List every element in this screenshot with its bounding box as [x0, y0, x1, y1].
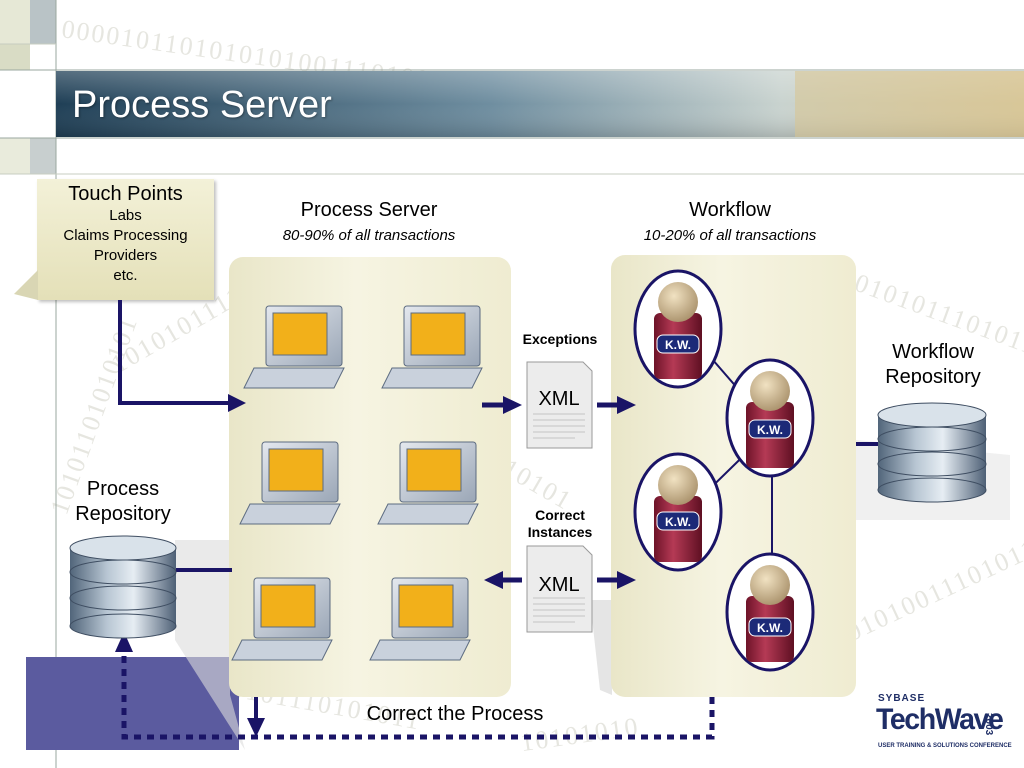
page-title: Process Server	[72, 84, 332, 126]
touch-point-item: Providers	[93, 247, 158, 264]
logo-year: 2003	[983, 713, 994, 736]
touch-points-box: Touch Points Labs Claims Processing Prov…	[37, 179, 214, 300]
workflow-repository-line1: Workflow	[892, 341, 974, 363]
process-repository-line2: Repository	[75, 503, 171, 525]
touch-point-item: Labs	[109, 207, 142, 224]
touch-point-item: etc.	[113, 267, 138, 284]
process-server-subtitle: 80-90% of all transactions	[282, 227, 456, 244]
correct-process-loop	[121, 655, 715, 740]
workstation-icon	[381, 305, 483, 389]
workflow-repository-line2: Repository	[885, 366, 981, 388]
touch-points-title: Touch Points	[68, 183, 183, 205]
kw-badge-text: K.W.	[757, 621, 783, 635]
knowledge-worker-icon: K.W.	[725, 552, 815, 672]
process-repository-line1: Process	[86, 478, 160, 500]
exceptions-xml-doc: XML	[527, 362, 591, 448]
workstation-icon	[369, 577, 471, 661]
touch-point-item: Claims Processing	[63, 227, 188, 244]
logo-brand-main: TechWave	[876, 703, 1004, 736]
xml-document-icon	[526, 545, 593, 633]
xml-doc-label: XML	[538, 388, 580, 410]
kw-badge-text: K.W.	[757, 423, 783, 437]
touch-points-tab	[14, 270, 38, 300]
arrow-head	[247, 718, 265, 737]
workflow-repository-label: Workflow Repository	[866, 340, 1000, 390]
correct-instances-label: Correct Instances	[505, 507, 615, 541]
process-server-title: Process Server	[300, 199, 438, 221]
kw-badge-text: K.W.	[665, 515, 691, 529]
kw-badge-text: K.W.	[665, 338, 691, 352]
arrow-head	[617, 571, 636, 589]
exceptions-label: Exceptions	[522, 331, 598, 347]
xml-document-icon	[526, 361, 593, 449]
workflow-header: Workflow 10-20% of all transactions	[610, 199, 850, 244]
workflow-subtitle: 10-20% of all transactions	[643, 227, 817, 244]
arrow-head	[484, 571, 503, 589]
workstation-icon	[231, 577, 333, 661]
correct-instances-line2: Instances	[527, 524, 593, 540]
touchpoints-to-server-arrow	[118, 300, 228, 405]
knowledge-worker-icon: K.W.	[633, 269, 723, 389]
workflow-repository-database-icon	[877, 402, 987, 503]
techwave-logo: SYBASE TechWave 2003 USER TRAINING & SOL…	[876, 693, 1016, 755]
arrow-head	[115, 632, 133, 652]
correct-process-label: Correct the Process	[366, 703, 544, 725]
process-repository-label: Process Repository	[58, 477, 188, 527]
correct-instances-xml-doc: XML	[527, 546, 591, 632]
xml-doc-label: XML	[538, 574, 580, 596]
logo-brand-top: SYBASE	[878, 693, 926, 704]
logo-tagline: USER TRAINING & SOLUTIONS CONFERENCE	[878, 743, 1012, 749]
knowledge-worker-icon: K.W.	[725, 358, 815, 478]
workstation-icon	[377, 441, 479, 525]
arrow-head	[228, 394, 246, 412]
knowledge-worker-icon: K.W.	[633, 452, 723, 572]
arrow-head	[503, 396, 522, 414]
process-server-header: Process Server 80-90% of all transaction…	[239, 199, 499, 244]
correct-instances-line1: Correct	[535, 507, 585, 523]
workstation-icon	[239, 441, 341, 525]
workstation-icon	[243, 305, 345, 389]
workflow-title: Workflow	[689, 199, 771, 221]
process-repository-database-icon	[69, 535, 177, 639]
arrow-head	[617, 396, 636, 414]
